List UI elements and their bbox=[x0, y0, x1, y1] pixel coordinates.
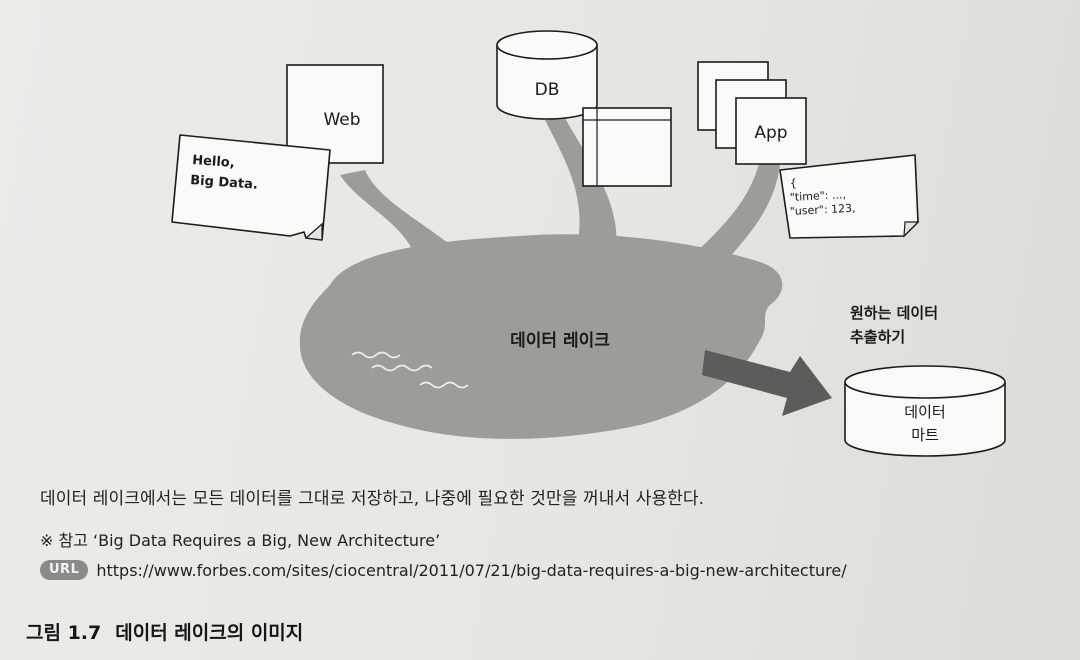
extract-arrow bbox=[702, 350, 832, 416]
figure-caption: 데이터 레이크에서는 모든 데이터를 그대로 저장하고, 나중에 필요한 것만을… bbox=[40, 489, 705, 509]
lake-shape bbox=[299, 234, 783, 439]
url-badge: URL bbox=[40, 560, 89, 580]
reference-url[interactable]: https://www.forbes.com/sites/ciocentral/… bbox=[96, 560, 847, 580]
reference-note: ※ 참고 ‘Big Data Requires a Big, New Archi… bbox=[40, 531, 441, 550]
app-json-line3: "user": 123, bbox=[789, 202, 855, 218]
web-source: Web Hello, Big Data. bbox=[171, 64, 384, 241]
web-doc-note bbox=[171, 134, 331, 241]
figure-title: 그림 1.7 데이터 레이크의 이미지 bbox=[26, 618, 303, 645]
web-doc-line1: Hello, bbox=[192, 153, 235, 171]
extract-label-line1: 원하는 데이터 bbox=[850, 304, 938, 322]
db-source: DB bbox=[496, 30, 672, 187]
db-label: DB bbox=[535, 80, 560, 100]
app-json-line1: { bbox=[789, 177, 797, 190]
app-label: App bbox=[754, 123, 787, 143]
extract-label-line2: 추출하기 bbox=[850, 328, 905, 346]
figure-title-text: 데이터 레이크의 이미지 bbox=[115, 622, 304, 644]
url-line: URL https://www.forbes.com/sites/ciocent… bbox=[40, 560, 847, 580]
app-source: App { "time": ..., "user": 123, bbox=[697, 61, 920, 239]
app-json-line2: "time": ..., bbox=[789, 188, 846, 204]
db-table-icon bbox=[582, 107, 672, 187]
mart-label-line1: 데이터 bbox=[904, 403, 945, 421]
web-doc-line2: Big Data. bbox=[190, 173, 259, 193]
app-stream bbox=[690, 160, 780, 262]
data-lake-diagram: 데이터 레이크 데이터 마트 원하는 데이터 추출하기 Web Hello, B… bbox=[171, 30, 1006, 457]
figure-number: 그림 1.7 bbox=[26, 622, 102, 644]
web-label: Web bbox=[323, 110, 360, 130]
data-mart-cylinder: 데이터 마트 bbox=[844, 365, 1006, 457]
db-stream bbox=[545, 118, 617, 255]
mart-label-line2: 마트 bbox=[911, 426, 939, 444]
ripple-marks bbox=[351, 351, 469, 389]
web-stream bbox=[340, 170, 460, 255]
lake-label: 데이터 레이크 bbox=[510, 331, 610, 351]
